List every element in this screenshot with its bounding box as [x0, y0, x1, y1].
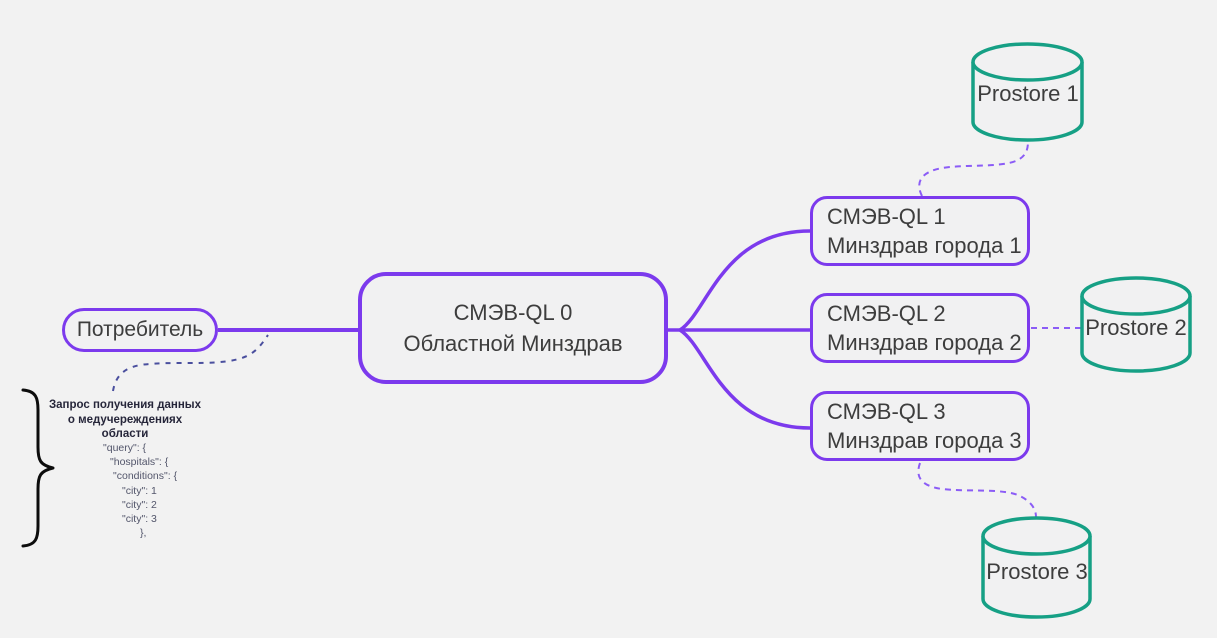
cylinder-top — [971, 42, 1084, 82]
code-line: "hospitals": { — [110, 456, 169, 469]
city-node-2-line2: Минздрав города 2 — [827, 330, 1022, 355]
cylinder-body — [1080, 296, 1192, 373]
code-line: "city": 3 — [122, 513, 157, 526]
annotation-title-line1: Запрос получения данных — [48, 399, 202, 411]
code-line: "city": 1 — [122, 484, 157, 497]
code-line: "city": 2 — [122, 498, 157, 511]
city-node-3[interactable]: СМЭВ-QL 3 Минздрав города 3 — [810, 391, 1030, 461]
code-line: }, — [140, 527, 147, 540]
code-line: "conditions": { — [113, 470, 178, 483]
prostore-3-label: Prostore 3 — [986, 559, 1088, 584]
city-node-3-line1: СМЭВ-QL 3 — [827, 399, 946, 424]
city-node-2-line1: СМЭВ-QL 2 — [827, 301, 946, 326]
city-node-1-line2: Минздрав города 1 — [827, 233, 1022, 258]
cylinder-top — [1080, 276, 1192, 316]
connector-center-city1 — [678, 229, 811, 332]
annotation-title-line3: области — [101, 428, 149, 440]
consumer-label: Потребитель — [76, 318, 204, 341]
request-annotation-code: "query": { "hospitals": { "conditions": … — [40, 441, 240, 540]
city-node-1-line1: СМЭВ-QL 1 — [827, 204, 946, 229]
city-node-1[interactable]: СМЭВ-QL 1 Минздрав города 1 — [810, 196, 1030, 266]
link-city1-prostore1 — [918, 140, 1029, 197]
annotation-brace — [21, 388, 55, 548]
consumer-node[interactable]: Потребитель — [62, 308, 218, 352]
prostore-1-label: Prostore 1 — [977, 81, 1079, 106]
connector-center-city3 — [678, 328, 811, 430]
database-cylinder-2[interactable] — [1080, 276, 1192, 373]
link-annotation-connector — [112, 334, 269, 392]
cylinder-top — [981, 516, 1092, 556]
central-node[interactable]: СМЭВ-QL 0 Областной Минздрав — [358, 272, 668, 384]
cylinder-body — [971, 62, 1084, 142]
cylinder-body — [981, 536, 1092, 619]
request-annotation-title: Запрос получения данных о медучереждения… — [45, 398, 205, 442]
code-line: "query": { — [103, 442, 147, 454]
central-node-line1: СМЭВ-QL 0 — [453, 300, 573, 325]
annotation-title-line2: о медучереждениях — [67, 413, 183, 426]
city-node-3-line2: Минздрав города 3 — [827, 428, 1022, 453]
prostore-2-label: Prostore 2 — [1085, 315, 1187, 340]
database-cylinder-1[interactable] — [971, 42, 1084, 142]
database-cylinder-3[interactable] — [981, 516, 1092, 619]
city-node-2[interactable]: СМЭВ-QL 2 Минздрав города 2 — [810, 293, 1030, 363]
link-city3-prostore3 — [917, 462, 1037, 518]
central-node-line2: Областной Минздрав — [403, 331, 623, 356]
